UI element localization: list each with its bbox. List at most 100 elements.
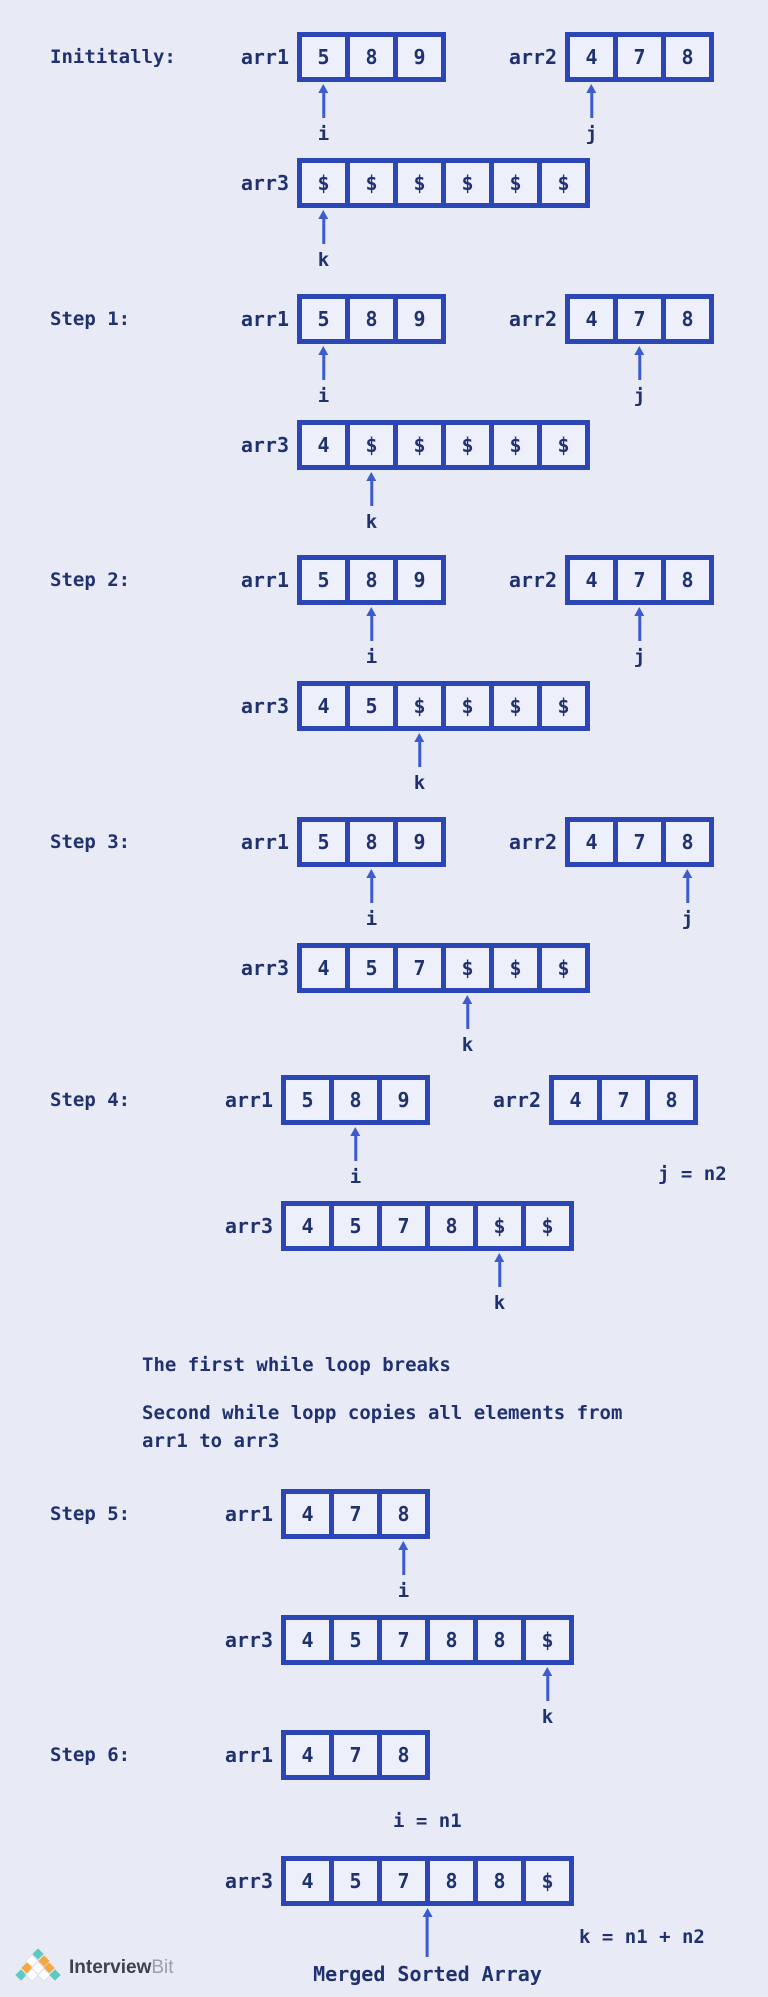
array-name-label: arr1 xyxy=(224,1088,273,1112)
arrow-line xyxy=(321,355,325,380)
arrow-up-icon xyxy=(494,1253,505,1262)
array-cell: 8 xyxy=(382,1735,425,1775)
array-cell: 5 xyxy=(302,37,345,77)
note-line: The first while loop breaks xyxy=(142,1354,451,1376)
index-pointer-i: i xyxy=(318,346,329,407)
merged-sorted-array-caption: Merged Sorted Array xyxy=(313,1962,542,1986)
array-group-arr3: arr3 $$$$$$ k xyxy=(237,158,590,271)
arrow-up-icon xyxy=(318,346,329,355)
array-cell: 5 xyxy=(334,1620,377,1660)
pointer-label: i xyxy=(349,1166,362,1188)
array-cell: 5 xyxy=(334,1861,377,1901)
array-cell: 4 xyxy=(570,299,613,339)
logo-text-bit: Bit xyxy=(151,1956,174,1978)
pointer-label: k xyxy=(365,511,378,533)
pointer-label: k xyxy=(541,1706,554,1728)
array-cell: $ xyxy=(526,1620,569,1660)
array-cell: 9 xyxy=(382,1080,425,1120)
array-name-label: arr3 xyxy=(240,956,289,980)
array-cell: 8 xyxy=(430,1620,473,1660)
i-equals-n1-text: i = n1 xyxy=(393,1810,462,1832)
pointer-label: i xyxy=(365,646,378,668)
arrow-up-icon xyxy=(634,346,645,355)
array-cell: 8 xyxy=(382,1494,425,1534)
array-cell: 5 xyxy=(302,299,345,339)
index-pointer-k: k xyxy=(366,472,377,533)
array-cell: 8 xyxy=(350,822,393,862)
array-cell: 7 xyxy=(382,1620,425,1660)
array-cell: $ xyxy=(478,1206,521,1246)
arrow-line xyxy=(401,1550,405,1575)
array-name-label: arr2 xyxy=(508,45,557,69)
k-equals-n1-plus-n2-text: k = n1 + n2 xyxy=(579,1926,705,1948)
array-cell: 5 xyxy=(302,822,345,862)
index-pointer-k: k xyxy=(462,995,473,1056)
arrow-up-icon xyxy=(682,869,693,878)
step-title: Step 5: xyxy=(50,1503,131,1525)
array-cell: 7 xyxy=(618,37,661,77)
logo-text-interview: Interview xyxy=(69,1956,152,1978)
array-cell: $ xyxy=(494,686,537,726)
interviewbit-logo: InterviewBit xyxy=(15,1948,174,1984)
arrow-line xyxy=(369,481,373,506)
pointer-label: i xyxy=(397,1580,410,1602)
pointer-label: k xyxy=(317,249,330,271)
array-box: $$$$$$ xyxy=(297,158,590,208)
array-cell: 8 xyxy=(334,1080,377,1120)
array-cell: $ xyxy=(542,425,585,465)
array-name-label: arr3 xyxy=(224,1628,273,1652)
array-cell: 8 xyxy=(350,560,393,600)
array-cell: 4 xyxy=(286,1861,329,1901)
array-cell: 8 xyxy=(350,37,393,77)
array-cell: 4 xyxy=(286,1735,329,1775)
arrow-line xyxy=(545,1676,549,1701)
arrow-line xyxy=(685,878,689,903)
array-name-label: arr2 xyxy=(508,307,557,331)
logo-pyramid-icon xyxy=(15,1948,61,1984)
step-title: Step 6: xyxy=(50,1744,131,1766)
array-cell: $ xyxy=(398,686,441,726)
array-name-label: arr3 xyxy=(224,1869,273,1893)
array-cell: $ xyxy=(302,163,345,203)
array-cell: 7 xyxy=(334,1735,377,1775)
arrow-up-icon xyxy=(586,84,597,93)
array-cell: $ xyxy=(542,163,585,203)
index-pointer-k: k xyxy=(494,1253,505,1314)
arrow-up-icon xyxy=(366,607,377,616)
array-cell: $ xyxy=(446,948,489,988)
array-cell: 9 xyxy=(398,560,441,600)
index-pointer-k: k xyxy=(318,210,329,271)
array-name-label: arr1 xyxy=(240,568,289,592)
array-cell: 8 xyxy=(650,1080,693,1120)
index-pointer-i: i xyxy=(366,869,377,930)
array-cell: $ xyxy=(526,1206,569,1246)
arrow-up-icon xyxy=(462,995,473,1004)
array-cell: $ xyxy=(446,686,489,726)
array-cell: 8 xyxy=(478,1620,521,1660)
pointer-label: j xyxy=(681,908,694,930)
step-title: Step 4: xyxy=(50,1089,131,1111)
array-cell: $ xyxy=(350,425,393,465)
arrow-up-icon xyxy=(542,1667,553,1676)
array-cell: 4 xyxy=(302,686,345,726)
array-cell: 5 xyxy=(350,686,393,726)
